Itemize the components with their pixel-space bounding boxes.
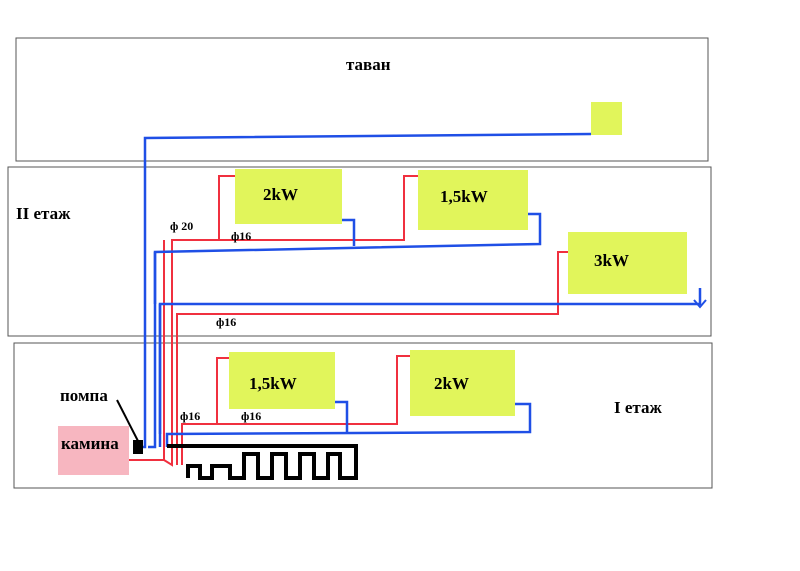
radiator-2b-label: 1,5kW xyxy=(440,187,488,206)
radiator-1b-label: 2kW xyxy=(434,374,469,393)
pipe-d16-middle-label: ф16 xyxy=(216,315,236,329)
attic-box xyxy=(15,37,709,162)
pump-pointer xyxy=(116,399,139,442)
supply-pipes xyxy=(129,175,568,467)
pipe-d16-first-b-label: ф16 xyxy=(241,409,261,423)
pipe-d20-label: ф 20 xyxy=(170,219,193,233)
radiator-1a xyxy=(229,352,335,409)
radiator-2c xyxy=(568,232,687,294)
fireplace-box xyxy=(58,426,129,475)
fireplace-label: камина xyxy=(61,434,119,453)
pump xyxy=(133,440,143,454)
radiator-2a-label: 2kW xyxy=(263,185,298,204)
arrow-head xyxy=(693,299,707,309)
radiator-2b xyxy=(418,170,528,230)
first-floor-box xyxy=(13,342,713,489)
radiator-2c-label: 3kW xyxy=(594,251,629,270)
radiator-2a xyxy=(235,169,342,224)
pump-label: помпа xyxy=(60,386,108,405)
floor-heating-coil xyxy=(167,444,358,480)
attic-unit xyxy=(591,102,622,135)
radiator-1b xyxy=(410,350,515,416)
attic-label: таван xyxy=(346,55,391,74)
pipe-d16-second-label: ф16 xyxy=(231,229,251,243)
radiator-1a-label: 1,5kW xyxy=(249,374,297,393)
pipe-d16-first-a-label: ф16 xyxy=(180,409,200,423)
second-floor-label: II етаж xyxy=(16,204,71,223)
second-floor-box xyxy=(7,166,712,337)
first-floor-label: I етаж xyxy=(614,398,662,417)
